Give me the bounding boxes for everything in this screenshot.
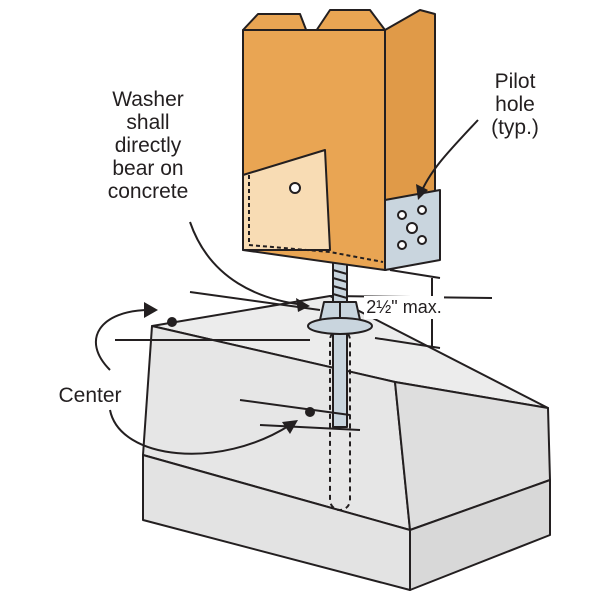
washer-label-line: bear on	[112, 157, 184, 180]
washer-label-line: shall	[126, 111, 170, 134]
bracket-plate	[289, 182, 441, 271]
pilot-hole-label-line: Pilot	[494, 70, 536, 93]
washer-label-line: directly	[114, 134, 182, 157]
max-height-label: 2½" max.	[364, 296, 444, 319]
anchor-bolt	[307, 261, 373, 511]
center-label: Center	[58, 384, 122, 407]
pilot-hole-label: Pilot hole (typ.)	[470, 70, 560, 139]
washer-label: Washer shall directly bear on concrete	[78, 88, 218, 203]
washer-label-line: Washer	[112, 88, 184, 111]
washer-label-line: concrete	[107, 180, 189, 203]
pilot-hole-label-line: (typ.)	[491, 116, 539, 139]
pilot-hole-label-line: hole	[495, 93, 535, 116]
concrete-pier	[142, 295, 551, 591]
leader-arrows	[94, 119, 479, 455]
